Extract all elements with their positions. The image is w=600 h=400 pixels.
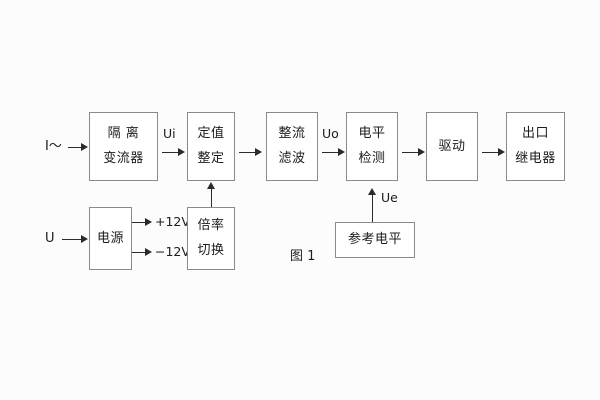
arrowhead-level-to-drive: [418, 148, 425, 156]
connector-rectify-to-level: [322, 152, 339, 153]
input-voltage-label: U: [45, 231, 55, 246]
block-setpoint-line-1: 定值: [197, 125, 225, 141]
block-output-relay-line-2: 继电器: [515, 150, 556, 166]
connector-multiplier-to-setpoint: [211, 188, 212, 207]
connector-power-rail-neg12: [132, 252, 146, 253]
arrowhead-input-to-isolation: [81, 143, 88, 151]
arrowhead-reference-to-level: [368, 188, 376, 195]
block-reference-level-line-1: 参考电平: [347, 232, 402, 248]
connector-power-rail-pos12: [132, 222, 146, 223]
connector-input-to-power: [62, 239, 82, 240]
block-output-relay[interactable]: 出口 继电器: [506, 112, 565, 181]
block-level-detect[interactable]: 电平 检测: [346, 112, 398, 181]
connector-reference-to-level: [372, 194, 373, 222]
rail-label-pos12: +12V: [155, 214, 190, 229]
figure-caption: 图 1: [290, 249, 316, 264]
block-output-relay-line-1: 出口: [521, 125, 549, 141]
connector-isolation-to-setpoint: [162, 152, 179, 153]
block-power-supply[interactable]: 电源: [89, 207, 132, 270]
block-drive-line-1: 驱动: [438, 138, 466, 154]
block-isolation-ct-line-2: 变流器: [103, 150, 144, 166]
block-rectify-filter-line-2: 滤波: [278, 150, 306, 166]
input-current-label: I～: [45, 139, 62, 154]
signal-label-ui: Ui: [163, 126, 176, 141]
connector-setpoint-to-rectify: [239, 152, 256, 153]
block-rectify-filter[interactable]: 整流 滤波: [266, 112, 318, 181]
arrowhead-drive-to-relay: [498, 148, 505, 156]
block-multiplier-switch-line-2: 切换: [197, 242, 225, 258]
arrowhead-isolation-to-setpoint: [178, 148, 185, 156]
connector-drive-to-relay: [482, 152, 499, 153]
block-isolation-ct[interactable]: 隔 离 变流器: [89, 112, 158, 181]
block-reference-level[interactable]: 参考电平: [335, 222, 415, 258]
arrowhead-rail-pos12: [145, 218, 152, 226]
arrowhead-setpoint-to-rectify: [255, 148, 262, 156]
block-setpoint-line-2: 整定: [197, 150, 225, 166]
block-setpoint[interactable]: 定值 整定: [187, 112, 235, 181]
rail-label-neg12: −12V: [155, 244, 190, 259]
arrowhead-rail-neg12: [145, 248, 152, 256]
block-drive[interactable]: 驱动: [426, 112, 478, 181]
arrowhead-rectify-to-level: [338, 148, 345, 156]
signal-label-uo: Uo: [322, 126, 339, 141]
arrowhead-multiplier-to-setpoint: [207, 182, 215, 189]
block-level-detect-line-1: 电平: [358, 125, 386, 141]
block-power-supply-line-1: 电源: [96, 230, 124, 246]
signal-label-ue: Ue: [381, 190, 398, 205]
block-rectify-filter-line-1: 整流: [278, 125, 306, 141]
block-level-detect-line-2: 检测: [358, 150, 386, 166]
block-multiplier-switch[interactable]: 倍率 切换: [187, 207, 235, 270]
block-multiplier-switch-line-1: 倍率: [197, 217, 225, 233]
block-isolation-ct-line-1: 隔 离: [107, 125, 140, 141]
connector-input-to-isolation: [68, 147, 82, 148]
arrowhead-input-to-power: [81, 235, 88, 243]
connector-level-to-drive: [402, 152, 419, 153]
